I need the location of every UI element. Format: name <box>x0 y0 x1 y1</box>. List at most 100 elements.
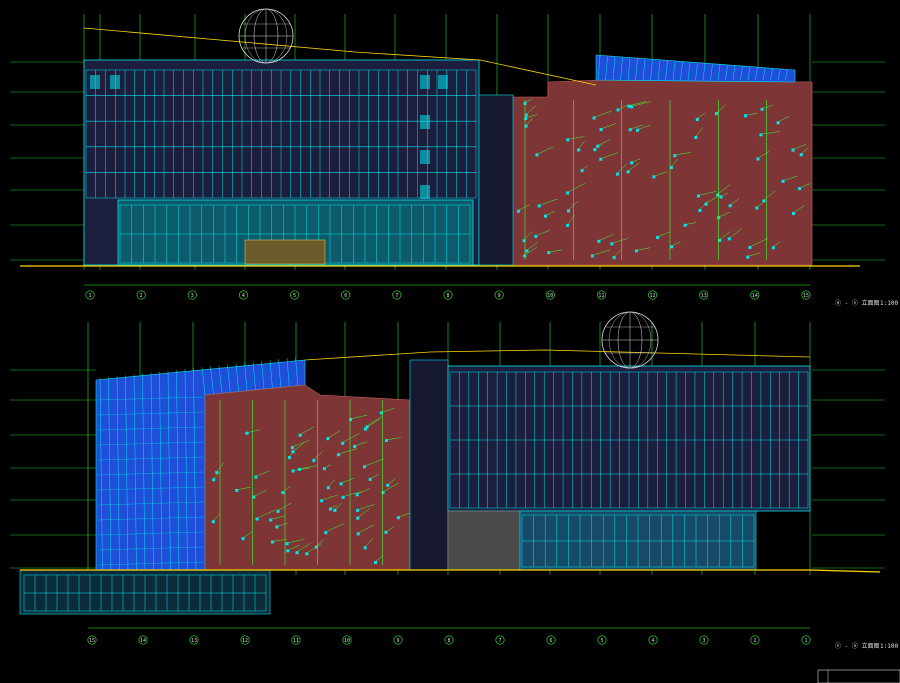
bottom-brick-tag <box>276 509 280 513</box>
bottom-curtain-mullion <box>210 366 214 396</box>
bottom-brick-leader <box>270 515 286 520</box>
bottom-brick-leader <box>374 555 384 563</box>
top-brick-tag <box>756 157 760 161</box>
top-brick-leader <box>635 247 651 251</box>
bottom-axis-label: 4 <box>651 638 654 644</box>
top-brick-leader <box>674 151 692 156</box>
bottom-axis-bubble <box>189 635 199 645</box>
top-brick-tag <box>716 193 720 197</box>
top-brick-tag <box>670 245 674 249</box>
top-brick-leader <box>600 152 619 159</box>
top-brick-tag <box>590 254 594 258</box>
top-window-grid <box>85 69 477 199</box>
top-brick-tag <box>597 239 601 243</box>
bottom-brick-tag <box>381 491 385 495</box>
top-axis-bubble <box>392 290 402 300</box>
bottom-axis-label: 3 <box>702 638 705 644</box>
top-curtain-mullion <box>620 57 623 81</box>
top-brick-tag <box>656 235 660 239</box>
bottom-brick-tag <box>341 441 345 445</box>
top-brick-leader <box>600 123 617 130</box>
top-axis-label: 12 <box>650 293 656 299</box>
bottom-brick-leader <box>325 523 345 533</box>
top-brick-tag <box>566 191 570 195</box>
top-brick-tag <box>566 138 570 142</box>
bottom-axis-label: 15 <box>89 638 95 644</box>
top-brick-leader <box>525 105 537 115</box>
bottom-brick-leader <box>256 509 276 519</box>
bottom-curtain-mullion <box>201 367 206 396</box>
bottom-curtain-transom <box>97 471 204 476</box>
bottom-brick-tag <box>341 495 345 499</box>
top-curtain-mullion <box>725 65 728 81</box>
bottom-brick-tag <box>291 450 295 454</box>
top-axis-label: 3 <box>191 293 194 299</box>
top-brick-tag <box>776 121 780 125</box>
top-window-pane <box>420 115 430 129</box>
title-block <box>817 669 900 683</box>
top-brick-leader <box>670 158 679 168</box>
bottom-brick-leader <box>286 539 304 544</box>
top-window-pane <box>420 75 430 89</box>
globe-dome-icon <box>601 311 659 369</box>
top-curtain-mullion <box>702 63 706 81</box>
top-brick-tag <box>547 251 551 255</box>
top-brick-leader <box>636 124 651 131</box>
top-slanted-curtain-wall <box>595 54 796 83</box>
top-curtain-mullion <box>635 58 638 81</box>
top-brick-tag <box>759 133 763 137</box>
top-curtain-mullion <box>612 57 616 81</box>
top-brick-tag <box>566 223 570 227</box>
bottom-axis-bubble <box>291 635 301 645</box>
bottom-brick-tag <box>362 465 366 469</box>
bottom-brick-leader <box>364 418 380 429</box>
top-curtain-mullion <box>672 61 676 81</box>
bottom-axis-label: 8 <box>447 638 450 644</box>
bottom-brick-leader <box>357 508 371 518</box>
top-curtain-mullion <box>642 59 646 81</box>
bottom-brick-leader <box>342 491 362 498</box>
top-brick-tag <box>567 209 571 213</box>
top-brick-leader <box>699 200 709 211</box>
top-brick-tag <box>593 148 597 152</box>
top-brick-leader <box>616 163 628 174</box>
bottom-brick-tag <box>281 491 285 495</box>
bottom-roof-line <box>304 349 811 361</box>
top-brick-leader <box>524 246 538 256</box>
top-axis-label: 6 <box>344 293 347 299</box>
bottom-brick-tag <box>211 520 215 524</box>
bottom-brick-tag <box>349 418 353 422</box>
bottom-brick-leader <box>327 479 336 488</box>
top-curtain-mullion <box>770 68 773 81</box>
top-brick-leader <box>611 238 628 244</box>
top-curtain-mullion <box>777 69 781 81</box>
top-curtain-mullion <box>755 67 758 81</box>
bottom-brick-tag <box>312 458 316 462</box>
bottom-curtain-transom <box>97 456 204 461</box>
bottom-curtain-transom <box>97 501 204 506</box>
bottom-brick-tag <box>254 475 258 479</box>
top-axis-label: 5 <box>293 293 296 299</box>
top-brick-tag <box>628 128 632 132</box>
bottom-brick-leader <box>380 408 395 413</box>
top-brick-leader <box>653 171 668 177</box>
top-brick-tag <box>652 175 656 179</box>
bottom-brick-tag <box>368 477 372 481</box>
top-brick-tag <box>580 169 584 173</box>
bottom-axis-bubble <box>393 635 403 645</box>
top-brick-tag <box>755 206 759 210</box>
bottom-axis-label: 11 <box>293 638 299 644</box>
bottom-axis-bubble <box>240 635 250 645</box>
top-curtain-mullion <box>695 63 698 81</box>
top-brick-leader <box>800 147 809 155</box>
bottom-brick-leader <box>287 544 300 551</box>
bottom-axis-label: 9 <box>396 638 399 644</box>
top-axis-bubble <box>596 290 606 300</box>
top-curtain-mullion <box>597 55 601 81</box>
top-curtain-mullions <box>597 55 788 81</box>
top-brick-tag <box>534 234 538 238</box>
top-core-column <box>478 94 514 266</box>
top-axis-label: 2 <box>140 293 143 299</box>
